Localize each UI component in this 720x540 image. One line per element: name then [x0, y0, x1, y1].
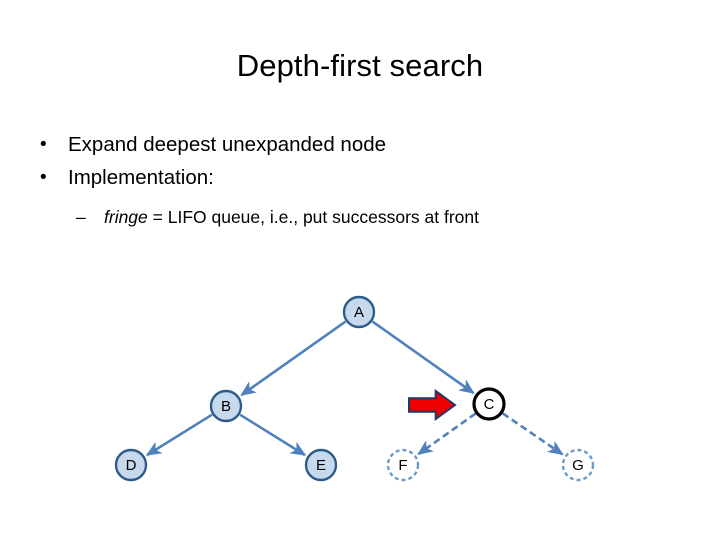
- tree-node-g[interactable]: G: [561, 448, 595, 482]
- sub-bullet-marker: –: [76, 207, 86, 227]
- tree-node-c[interactable]: C: [472, 387, 506, 421]
- tree-edges: [145, 320, 564, 457]
- node-label: C: [484, 396, 495, 413]
- slide-body: • Expand deepest unexpanded node • Imple…: [0, 130, 720, 229]
- tree-edge-a-b: [240, 320, 347, 397]
- node-label: G: [572, 457, 584, 474]
- bullet-marker: •: [40, 134, 47, 155]
- tree-edge-c-g: [501, 412, 564, 456]
- tree-node-f[interactable]: F: [386, 448, 420, 482]
- tree-nodes: A B C D E F G: [114, 295, 595, 482]
- tree-edge-c-f: [417, 412, 477, 456]
- node-circle: [561, 448, 595, 482]
- node-label: A: [354, 304, 364, 321]
- tree-edge-b-e: [239, 413, 307, 457]
- node-label: D: [126, 457, 137, 474]
- tree-node-a[interactable]: A: [342, 295, 376, 329]
- node-circle: [472, 387, 506, 421]
- bullet-item-1: • Expand deepest unexpanded node: [0, 130, 720, 159]
- node-label: B: [221, 398, 231, 415]
- bullet-text: Implementation:: [68, 166, 214, 189]
- tree-node-e[interactable]: E: [304, 448, 338, 482]
- sub-bullet-item-1: – fringe = LIFO queue, i.e., put success…: [0, 205, 720, 229]
- tree-node-b[interactable]: B: [209, 389, 243, 423]
- tree-edge-a-c: [371, 320, 475, 395]
- node-circle: [342, 295, 376, 329]
- node-circle: [114, 448, 148, 482]
- current-node-pointer-icon: [408, 389, 457, 421]
- bullet-item-2: • Implementation:: [0, 163, 720, 192]
- sub-bullet-text: = LIFO queue, i.e., put successors at fr…: [147, 207, 479, 227]
- tree-node-d[interactable]: D: [114, 448, 148, 482]
- node-circle: [209, 389, 243, 423]
- sub-bullet-term: fringe: [104, 207, 148, 227]
- page-title: Depth-first search: [236, 48, 484, 83]
- node-circle: [386, 448, 420, 482]
- bullet-marker: •: [40, 167, 47, 188]
- pointer-layer: [408, 389, 457, 421]
- bullet-text: Expand deepest unexpanded node: [68, 133, 387, 156]
- node-label: F: [398, 457, 407, 474]
- tree-edge-b-d: [145, 413, 213, 457]
- node-label: E: [316, 457, 326, 474]
- node-circle: [304, 448, 338, 482]
